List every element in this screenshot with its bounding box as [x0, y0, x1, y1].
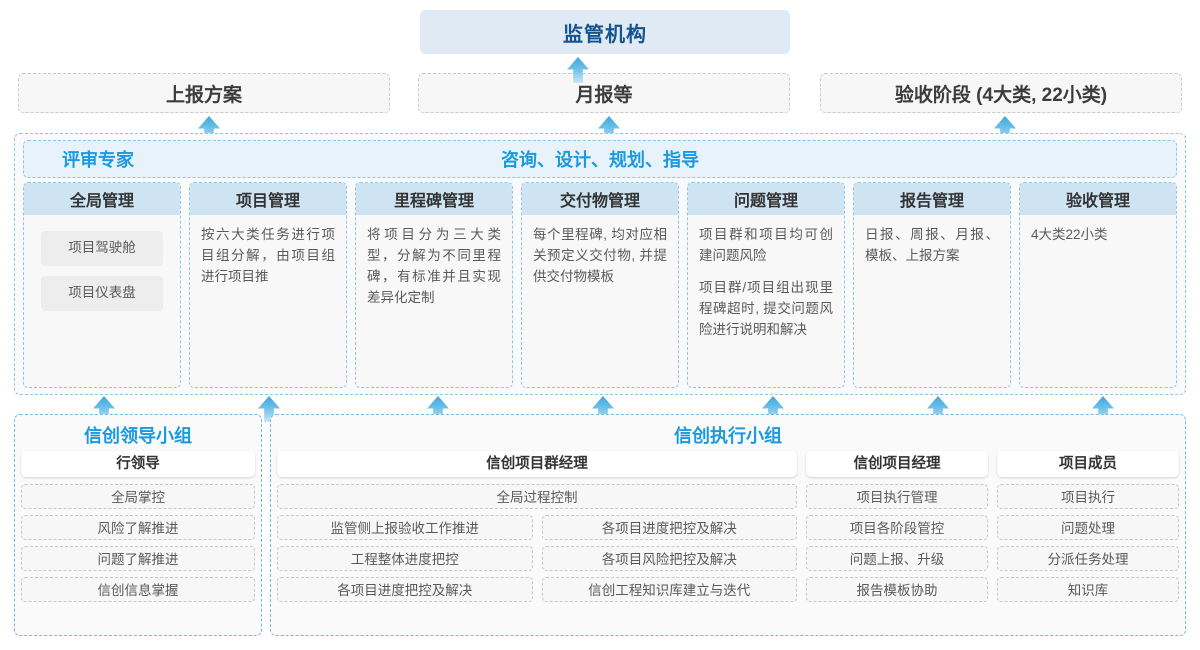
program-manager-task-grid: 监管侧上报验收工作推进 工程整体进度把控 各项目进度把控及解决 各项目进度把控及…: [277, 515, 797, 602]
leader-group-panel: 信创领导小组 行领导 全局掌控 风险了解推进 问题了解推进 信创信息掌握: [14, 414, 262, 636]
platform-section: 评审专家 咨询、设计、规划、指导 全局管理 项目驾驶舱 项目仪表盘 项目管理 按…: [14, 133, 1186, 395]
report-label: 月报等: [575, 84, 633, 106]
module-card-deliverable[interactable]: 交付物管理 每个里程碑, 均对应相关预定义交付物, 并提供交付物模板: [521, 182, 679, 388]
task-item-wide[interactable]: 全局过程控制: [277, 484, 797, 509]
module-title: 问题管理: [688, 183, 844, 215]
role-leader[interactable]: 行领导: [21, 451, 255, 477]
exec-columns: 信创项目群经理 全局过程控制 监管侧上报验收工作推进 工程整体进度把控 各项目进…: [277, 451, 1179, 602]
report-box-acceptance: 验收阶段 (4大类, 22小类): [820, 73, 1182, 113]
module-pill[interactable]: 项目驾驶舱: [41, 231, 163, 266]
module-body: 按六大类任务进行项目组分解，由项目组进行项目推: [190, 215, 346, 387]
task-item[interactable]: 监管侧上报验收工作推进: [277, 515, 533, 540]
task-item[interactable]: 各项目风险把控及解决: [541, 546, 797, 571]
module-card-milestone[interactable]: 里程碑管理 将项目分为三大类型，分解为不同里程碑，有标准并且实现差异化定制: [355, 182, 513, 388]
pm-right-tasks: 各项目进度把控及解决 各项目风险把控及解决 信创工程知识库建立与迭代: [541, 515, 797, 602]
role-members[interactable]: 项目成员: [997, 451, 1179, 477]
project-manager-block: 信创项目经理 项目执行管理 项目各阶段管控 问题上报、升级 报告模板协助: [806, 451, 988, 602]
module-body: 每个里程碑, 均对应相关预定义交付物, 并提供交付物模板: [522, 215, 678, 387]
module-title: 报告管理: [854, 183, 1010, 215]
module-card-project[interactable]: 项目管理 按六大类任务进行项目组分解，由项目组进行项目推: [189, 182, 347, 388]
regulator-box: 监管机构: [420, 10, 790, 54]
role-program-manager[interactable]: 信创项目群经理: [277, 451, 797, 477]
task-item[interactable]: 项目各阶段管控: [806, 515, 988, 540]
module-body: 项目群和项目均可创建问题风险 项目群/项目组出现里程碑超时, 提交问题风险进行说…: [688, 215, 844, 387]
exec-group-panel: 信创执行小组 信创项目群经理 全局过程控制 监管侧上报验收工作推进 工程整体进度…: [270, 414, 1186, 636]
report-label: 验收阶段 (4大类, 22小类): [894, 84, 1108, 106]
task-item[interactable]: 问题了解推进: [21, 546, 255, 571]
module-title: 全局管理: [24, 183, 180, 215]
task-item[interactable]: 问题上报、升级: [806, 546, 988, 571]
task-item[interactable]: 风险了解推进: [21, 515, 255, 540]
report-box-plan: 上报方案: [18, 73, 390, 113]
task-item[interactable]: 问题处理: [997, 515, 1179, 540]
module-card-acceptance[interactable]: 验收管理 4大类22小类: [1019, 182, 1177, 388]
task-item[interactable]: 分派任务处理: [997, 546, 1179, 571]
module-text: 日报、周报、月报、模板、上报方案: [865, 227, 999, 263]
task-item[interactable]: 各项目进度把控及解决: [541, 515, 797, 540]
task-item[interactable]: 项目执行: [997, 484, 1179, 509]
module-title: 验收管理: [1020, 183, 1176, 215]
module-body: 将项目分为三大类型，分解为不同里程碑，有标准并且实现差异化定制: [356, 215, 512, 387]
task-item[interactable]: 信创信息掌握: [21, 577, 255, 602]
advisory-band: 评审专家 咨询、设计、规划、指导: [23, 140, 1177, 178]
program-manager-block: 信创项目群经理 全局过程控制 监管侧上报验收工作推进 工程整体进度把控 各项目进…: [277, 451, 797, 602]
module-text: 按六大类任务进行项目组分解，由项目组进行项目推: [201, 227, 335, 284]
role-project-manager[interactable]: 信创项目经理: [806, 451, 988, 477]
leader-group-title: 信创领导小组: [84, 426, 192, 446]
task-item[interactable]: 各项目进度把控及解决: [277, 577, 533, 602]
members-block: 项目成员 项目执行 问题处理 分派任务处理 知识库: [997, 451, 1179, 602]
module-text: 4大类22小类: [1031, 227, 1108, 242]
module-body: 项目驾驶舱 项目仪表盘: [24, 215, 180, 387]
module-columns: 全局管理 项目驾驶舱 项目仪表盘 项目管理 按六大类任务进行项目组分解，由项目组…: [23, 182, 1177, 388]
module-text: 将项目分为三大类型，分解为不同里程碑，有标准并且实现差异化定制: [367, 227, 501, 305]
report-label: 上报方案: [165, 84, 242, 106]
task-item[interactable]: 报告模板协助: [806, 577, 988, 602]
regulator-label: 监管机构: [563, 23, 647, 46]
advisory-label: 咨询、设计、规划、指导: [501, 150, 699, 170]
module-body: 日报、周报、月报、模板、上报方案: [854, 215, 1010, 387]
review-experts-label: 评审专家: [62, 150, 134, 170]
module-card-global[interactable]: 全局管理 项目驾驶舱 项目仪表盘: [23, 182, 181, 388]
pm-left-tasks: 监管侧上报验收工作推进 工程整体进度把控 各项目进度把控及解决: [277, 515, 533, 602]
exec-group-title: 信创执行小组: [674, 426, 782, 446]
module-body: 4大类22小类: [1020, 215, 1176, 387]
module-title: 里程碑管理: [356, 183, 512, 215]
module-text: 项目群/项目组出现里程碑超时, 提交问题风险进行说明和解决: [699, 279, 833, 337]
module-card-report[interactable]: 报告管理 日报、周报、月报、模板、上报方案: [853, 182, 1011, 388]
task-item[interactable]: 工程整体进度把控: [277, 546, 533, 571]
module-card-issue[interactable]: 问题管理 项目群和项目均可创建问题风险 项目群/项目组出现里程碑超时, 提交问题…: [687, 182, 845, 388]
task-item[interactable]: 信创工程知识库建立与迭代: [541, 577, 797, 602]
report-box-monthly: 月报等: [418, 73, 790, 113]
module-title: 项目管理: [190, 183, 346, 215]
module-text: 每个里程碑, 均对应相关预定义交付物, 并提供交付物模板: [533, 227, 667, 284]
module-text: 项目群和项目均可创建问题风险: [699, 227, 833, 263]
task-item[interactable]: 项目执行管理: [806, 484, 988, 509]
task-item[interactable]: 全局掌控: [21, 484, 255, 509]
module-pill[interactable]: 项目仪表盘: [41, 275, 163, 311]
module-title: 交付物管理: [522, 183, 678, 215]
task-item[interactable]: 知识库: [997, 577, 1179, 602]
